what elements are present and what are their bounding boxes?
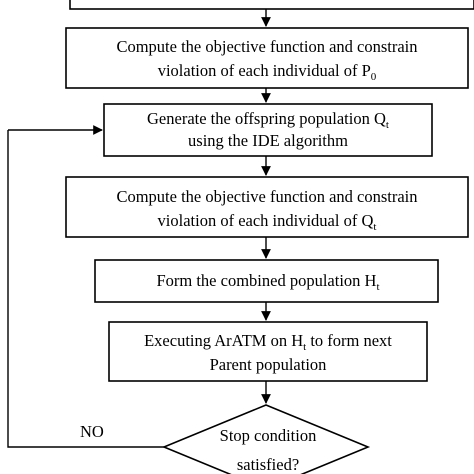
stop-condition-decision: [161, 404, 371, 474]
execute-aratm-box: [108, 321, 428, 382]
compute-objective-p0-box: [65, 27, 469, 89]
execute-aratm-line1: Executing ArATM on Ht to form next: [144, 331, 392, 353]
generate-offspring-line2: using the IDE algorithm: [188, 131, 348, 150]
compute-objective-p0-line1: Compute the objective function and const…: [116, 37, 417, 56]
generate-offspring-line1: Generate the offspring population Qt: [147, 109, 389, 131]
no-label: NO: [80, 422, 104, 441]
stop-condition-line2: satisfied?: [237, 455, 299, 474]
no-loop-line: [7, 130, 164, 448]
generate-offspring-box: [103, 103, 433, 157]
form-combined-population-box: [94, 259, 439, 303]
initialize-step-box: [69, 0, 474, 10]
stop-condition-line1: Stop condition: [220, 426, 317, 445]
form-combined-population-label: Form the combined population Ht: [156, 271, 379, 293]
compute-objective-p0-line2: violation of each individual of P0: [158, 61, 377, 83]
compute-objective-qt-box: [65, 176, 469, 238]
compute-objective-qt-line2: violation of each individual of Qt: [158, 211, 377, 233]
compute-objective-qt-line1: Compute the objective function and const…: [116, 187, 417, 206]
execute-aratm-line2: Parent population: [210, 355, 327, 374]
